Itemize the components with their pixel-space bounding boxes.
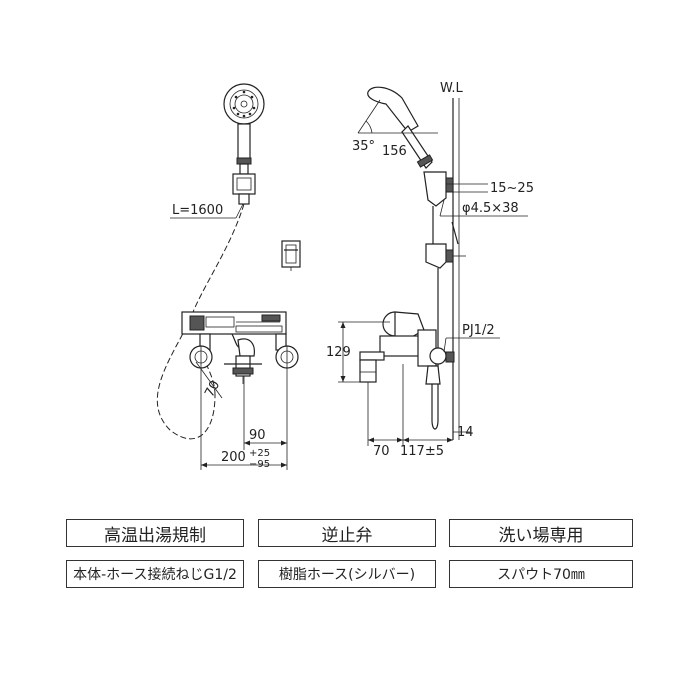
screw-label: φ4.5×38 (462, 201, 519, 216)
side-view: W.L 35° 156 15~25 φ4.5×38 (326, 81, 534, 459)
bracket-range-label: 15~25 (490, 181, 534, 196)
width-tol-upper: +25 (249, 448, 270, 459)
spout-dim-label: 70 (202, 378, 223, 400)
faucet-body-front (181, 311, 299, 384)
wall-dim-label: 14 (457, 425, 474, 440)
hose-length-label: L=1600 (172, 203, 223, 218)
feature-high-temp-limit: 高温出湯規制 (66, 519, 244, 547)
width-tol-lower: −95 (249, 459, 270, 470)
shower-head-side (367, 86, 434, 169)
shower-head-front (223, 83, 265, 205)
hook-icon (281, 240, 301, 271)
pipe-thread-label: PJ1/2 (462, 323, 495, 338)
height-label: 129 (326, 345, 351, 360)
width-label: 200 (221, 450, 246, 465)
feature-hose-thread: 本体-ホース接続ねじG1/2 (66, 560, 244, 588)
head-length-label: 156 (382, 144, 407, 159)
feature-spout-length: スパウト70㎜ (449, 560, 633, 588)
inner-width-label: 90 (249, 428, 266, 443)
feature-resin-hose: 樹脂ホース(シルバー) (258, 560, 436, 588)
angle-label: 35° (352, 139, 375, 154)
feature-check-valve: 逆止弁 (258, 519, 436, 547)
feature-washing-area: 洗い場専用 (449, 519, 633, 547)
water-line-label: W.L (440, 81, 463, 96)
faucet-body-side (359, 311, 455, 385)
technical-drawing: L=1600 (156, 81, 534, 470)
lower-holder (425, 243, 466, 269)
hose-path (156, 203, 245, 440)
depth-label: 117±5 (400, 444, 444, 459)
spout-offset-label: 70 (373, 444, 390, 459)
front-view: L=1600 (156, 83, 301, 470)
upper-holder (423, 171, 454, 207)
